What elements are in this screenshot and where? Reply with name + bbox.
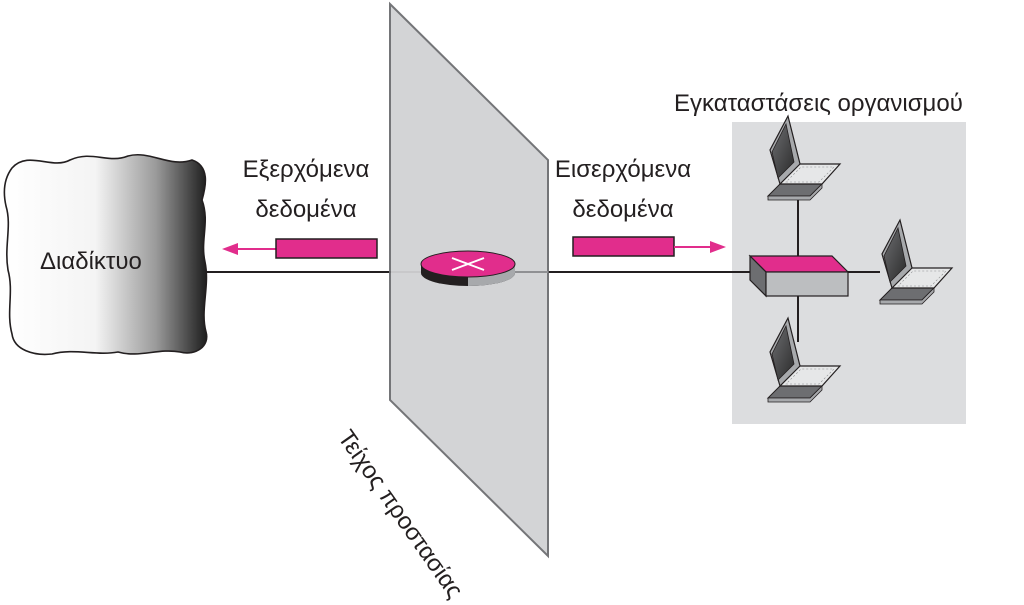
firewall-diagram [3,1,966,559]
incoming-packet [572,236,675,257]
incoming-data-label-line2: δεδομένα [572,196,674,223]
cloud-icon [3,154,208,356]
outgoing-arrow-head [222,243,238,255]
outgoing-data-label-line1: Εξερχόμενα [242,156,370,183]
incoming-arrow-head [710,241,726,253]
outgoing-data-label-line2: δεδομένα [255,196,357,223]
outgoing-packet [275,238,378,259]
switch-icon [748,254,850,298]
incoming-data-label-line1: Εισερχόμενα [554,156,692,183]
site-label: Εγκαταστάσεις οργανισμού [674,90,963,117]
router-icon [420,250,516,286]
internet-label: Διαδίκτυο [40,248,142,275]
